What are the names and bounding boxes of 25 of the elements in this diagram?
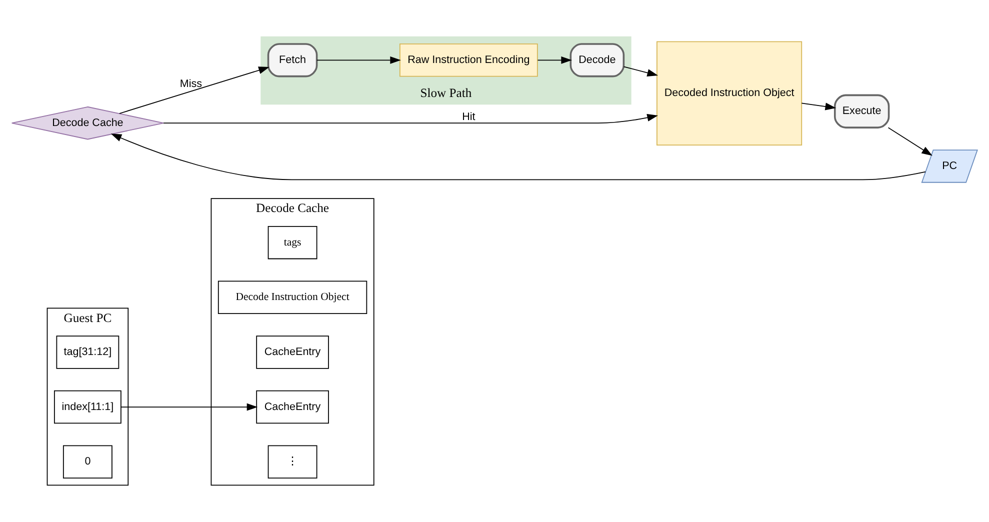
node-box: CacheEntry [256, 390, 329, 424]
node-box: ⋮ [268, 445, 318, 478]
node-box: tag[31:12] [56, 336, 120, 369]
node-box: Decode Instruction Object [218, 280, 368, 314]
node-box: Raw Instruction Encoding [399, 44, 538, 77]
node-box: 0 [62, 445, 112, 478]
arrow [888, 127, 932, 156]
node-box: Decoded Instruction Object [656, 41, 802, 146]
arrow [110, 134, 926, 180]
node-box: Fetch [267, 43, 318, 78]
node-box: Decode [570, 43, 625, 78]
arrow [623, 66, 658, 76]
edge-label: Hit [462, 111, 476, 123]
edge-label: Miss [180, 78, 202, 90]
node-box: index[11:1] [54, 390, 122, 424]
arrow [316, 56, 401, 64]
node-box: CacheEntry [256, 336, 329, 369]
arrow [163, 114, 658, 124]
node-diamond: Decode Cache [11, 106, 164, 140]
arrow [537, 56, 572, 64]
node-box: Execute [834, 94, 890, 128]
arrow [118, 66, 270, 114]
arrow [801, 102, 836, 110]
arrow [120, 403, 258, 411]
node-box: tags [268, 226, 318, 260]
